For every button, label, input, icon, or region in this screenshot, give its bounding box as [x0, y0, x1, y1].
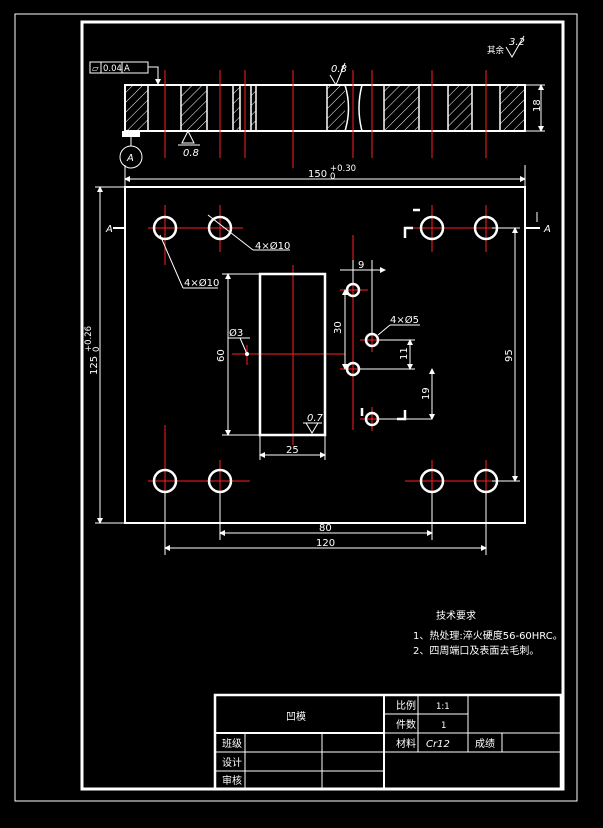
- plan-view-outline: [124, 186, 526, 524]
- roughness-rest-label: 其余: [487, 45, 505, 56]
- dim-125: 125 +0.26 0: [84, 186, 125, 524]
- technical-requirements: 技术要求 1、热处理:淬火硬度56-60HRC。 2、四周端口及表面去毛刺。: [413, 609, 563, 657]
- title-review-label: 审核: [222, 774, 242, 787]
- leader-4x5: 4×Ø5: [377, 314, 420, 336]
- roughness-slot: 0.7: [303, 413, 324, 434]
- dim-60: 60: [216, 273, 260, 436]
- dim-11-text: 11: [399, 347, 410, 360]
- flatness-datum: A: [124, 64, 130, 74]
- roughness-top-text: 0.8: [331, 64, 347, 75]
- dim-30: 30: [333, 289, 348, 370]
- title-class-label: 班级: [222, 738, 242, 750]
- dim-4x10-a-text: 4×Ø10: [255, 240, 290, 252]
- dim-25-text: 25: [286, 445, 299, 456]
- dim-25: 25: [259, 435, 326, 460]
- section-marker-right: A: [525, 212, 551, 235]
- roughness-bottom-text: 0.8: [183, 148, 199, 159]
- dim-150-tol-low: 0: [330, 172, 335, 182]
- title-scale-label: 比例: [396, 699, 416, 712]
- flatness-tolerance-frame: ▱ 0.04 A: [89, 61, 161, 85]
- flatness-symbol: ▱: [92, 64, 99, 74]
- title-qty-label: 件数: [396, 718, 416, 731]
- slot-opening: [258, 272, 327, 437]
- section-view: 18 0.8 0.8 A: [119, 62, 545, 169]
- dim-150-text: 150: [308, 169, 327, 180]
- flatness-value: 0.04: [103, 64, 122, 74]
- dim-125-tol-up: +0.26: [84, 326, 94, 352]
- hole-d10: [207, 215, 233, 241]
- tech-req-item-2: 2、四周端口及表面去毛刺。: [413, 644, 539, 657]
- title-material-value: Cr12: [426, 739, 450, 750]
- dim-phi3: Ø3: [228, 327, 250, 355]
- title-grade-label: 成绩: [475, 737, 495, 750]
- dim-80: 80: [219, 492, 433, 540]
- dim-125-tol-low: 0: [92, 347, 102, 352]
- dim-120: 120: [164, 492, 487, 555]
- dim-phi3-text: Ø3: [229, 327, 243, 339]
- dim-19-text: 19: [421, 387, 432, 400]
- sheet-inner-border: [80, 20, 565, 791]
- title-qty-value: 1: [441, 721, 446, 731]
- dim-150: 150 +0.30 0: [124, 164, 526, 187]
- dim-95-text: 95: [504, 349, 515, 362]
- hole-d10: [152, 215, 178, 241]
- dim-80-text: 80: [319, 523, 332, 534]
- dim-95: 95: [492, 227, 520, 482]
- section-left-label: A: [105, 224, 113, 235]
- dim-9: 9: [340, 260, 386, 334]
- datum-a-label: A: [126, 153, 134, 164]
- title-part-name: 凹模: [286, 711, 306, 723]
- hole-d10: [419, 215, 445, 241]
- dim-150-tol-up: +0.30: [330, 164, 356, 174]
- section-right-label: A: [543, 224, 551, 235]
- title-design-label: 设计: [222, 756, 242, 769]
- dim-125-text: 125: [89, 356, 100, 375]
- leader-4x10-lower: 4×Ø10: [159, 234, 219, 289]
- tech-req-title: 技术要求: [436, 609, 476, 622]
- title-scale-value: 1:1: [436, 702, 450, 712]
- title-material-label: 材料: [396, 737, 416, 750]
- dim-9-text: 9: [358, 260, 364, 271]
- dim-19: 19: [378, 368, 435, 420]
- dim-4x5-text: 4×Ø5: [390, 314, 419, 326]
- leader-4x10-upper: 4×Ø10: [207, 214, 290, 252]
- dim-4x10-b-text: 4×Ø10: [184, 277, 219, 289]
- dim-11: 11: [360, 339, 415, 370]
- section-marker-left: A: [105, 212, 126, 235]
- roughness-rest: 其余 3.2: [487, 35, 525, 58]
- roughness-rest-value: 3.2: [509, 37, 525, 48]
- sheet-outer-border: [14, 13, 578, 802]
- thickness-dim-text: 18: [532, 99, 543, 112]
- dim-60-text: 60: [216, 349, 227, 362]
- title-block: 凹模 比例 1:1 件数 1 材料 Cr12 成绩 班级 设计 审核: [213, 693, 563, 791]
- hole-centerlines: [148, 205, 505, 505]
- tech-req-item-1: 1、热处理:淬火硬度56-60HRC。: [413, 629, 563, 642]
- dim-120-text: 120: [316, 538, 335, 549]
- dim-30-text: 30: [333, 321, 344, 334]
- roughness-slot-text: 0.7: [307, 413, 324, 424]
